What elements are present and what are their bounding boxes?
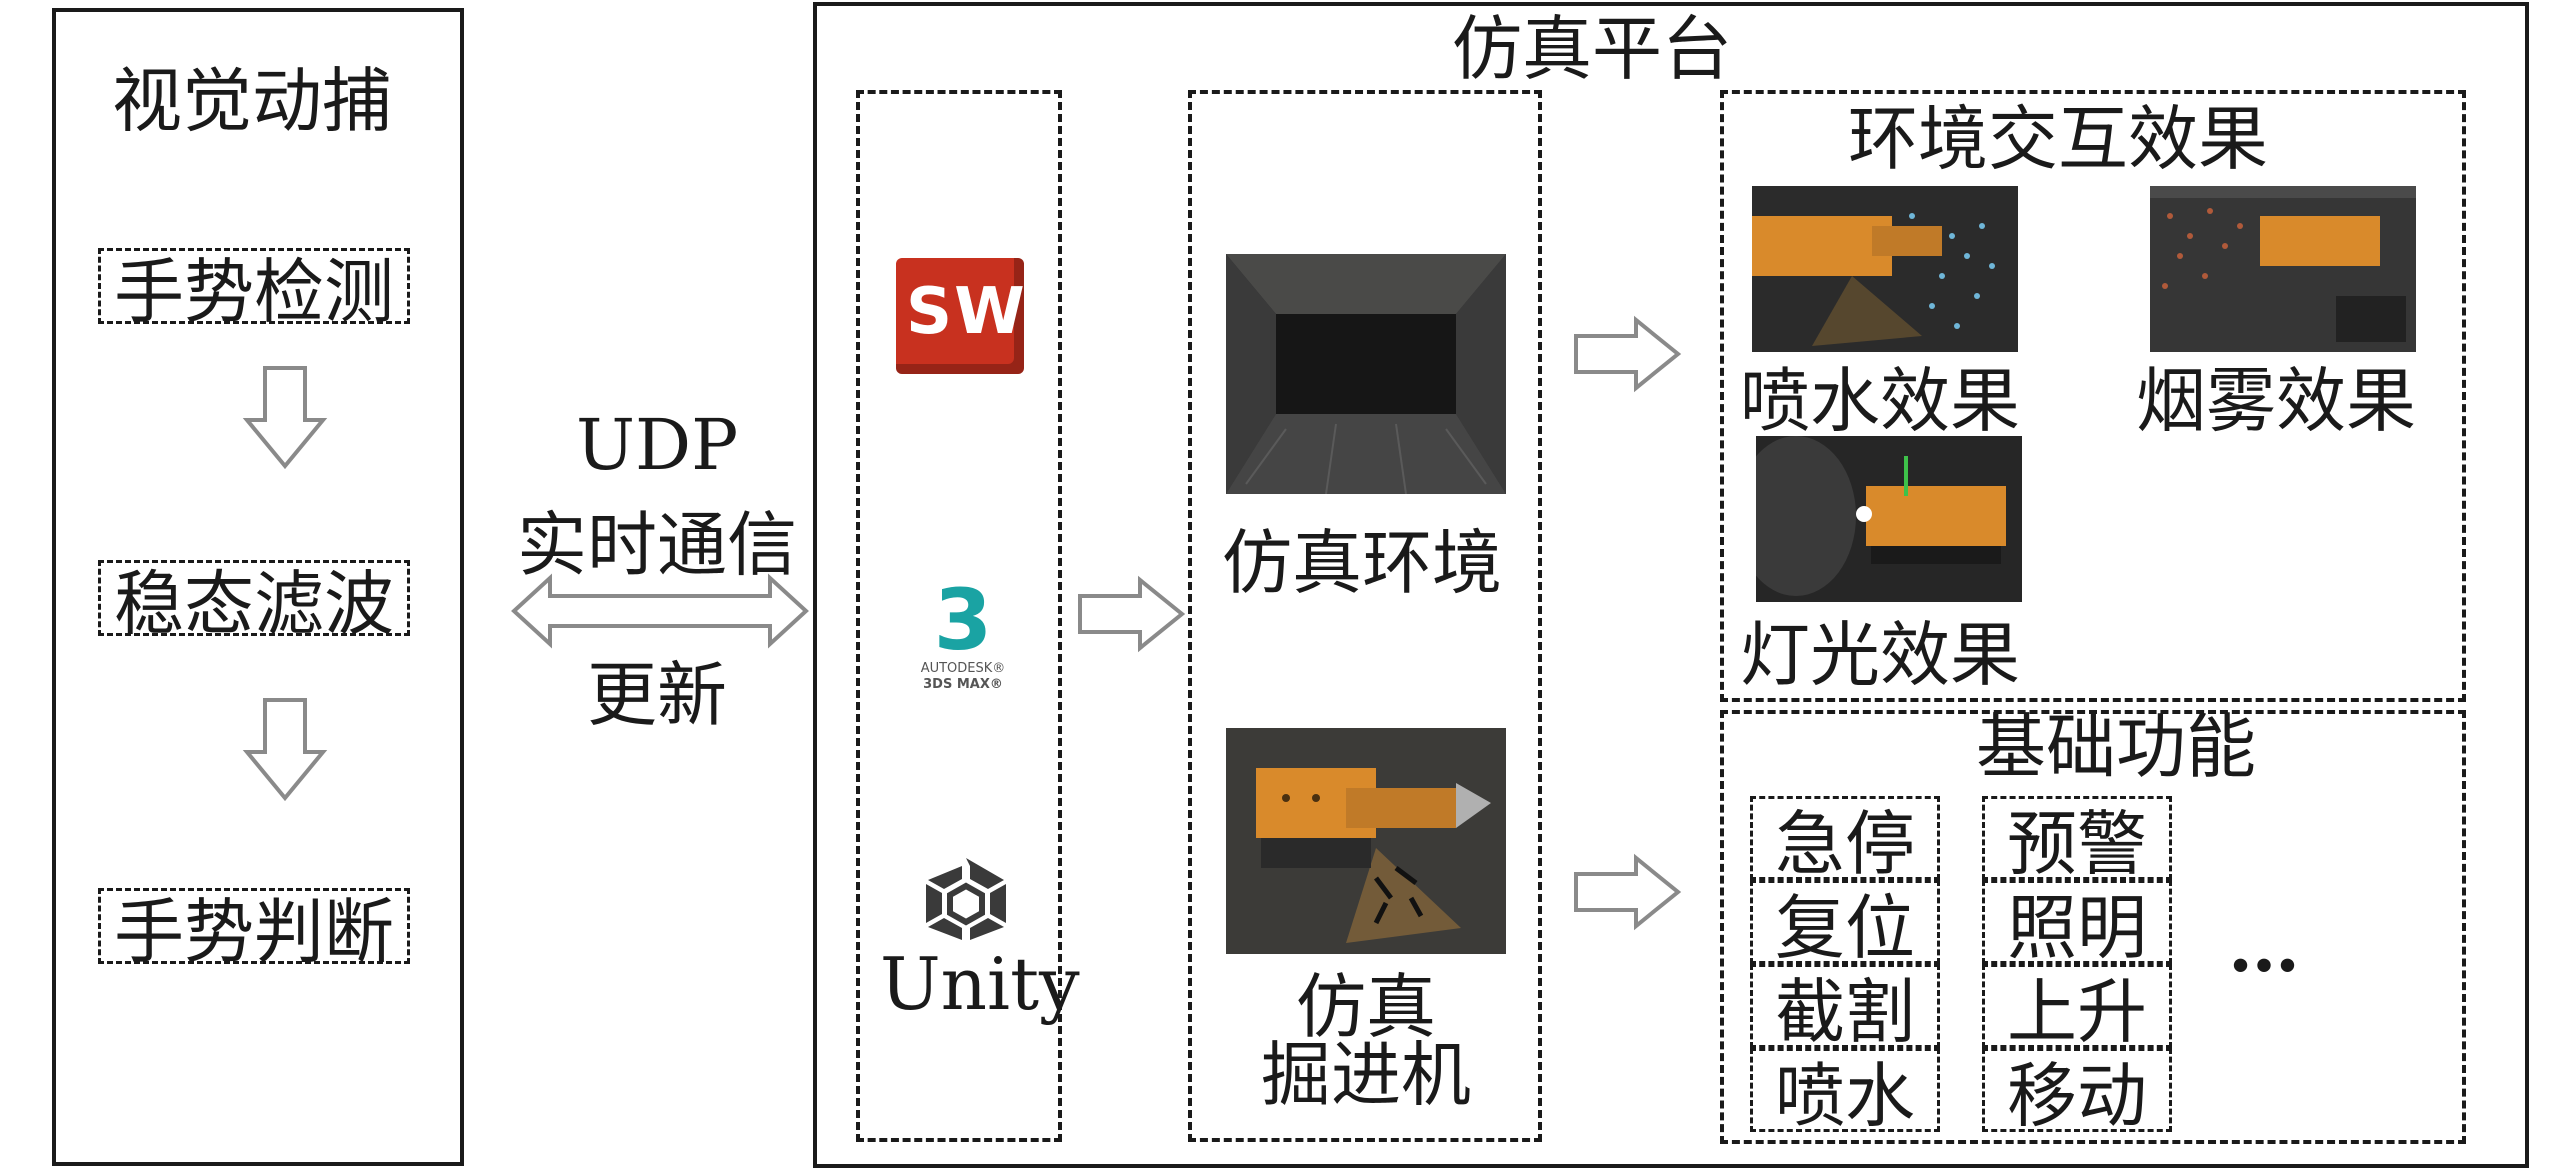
simulation-environment-image — [1226, 254, 1506, 494]
simulation-platform-panel — [813, 2, 2529, 1168]
function-move: 移动 — [1982, 1048, 2172, 1137]
basic-functions-title: 基础功能 — [1976, 706, 2256, 788]
spray-render — [1752, 186, 2018, 352]
udp-label: UDP — [576, 404, 739, 486]
down-arrow-icon — [242, 366, 328, 470]
function-raise-label: 上升 — [2007, 970, 2147, 1053]
function-reset: 复位 — [1750, 880, 1940, 969]
function-lighting: 照明 — [1982, 880, 2172, 969]
function-raise: 上升 — [1982, 964, 2172, 1053]
simulation-roadheader-label-1: 仿真 — [1296, 966, 1436, 1048]
light-render — [1756, 436, 2022, 602]
function-cutting-label: 截割 — [1775, 970, 1915, 1053]
solidworks-logo-text: SW — [906, 275, 1027, 349]
spray-effect-image — [1752, 186, 2018, 352]
step-gesture-detect: 手势检测 — [98, 248, 410, 333]
simulation-platform-title: 仿真平台 — [1452, 8, 1732, 90]
step-gesture-detect-label: 手势检测 — [114, 250, 394, 333]
down-arrow-icon — [242, 698, 328, 802]
more-functions-ellipsis: … — [2228, 903, 2300, 988]
realtime-comm-label: 实时通信 — [517, 504, 797, 586]
function-cutting: 截割 — [1750, 964, 1940, 1053]
spray-effect-label: 喷水效果 — [1740, 360, 2020, 442]
function-emergency-stop: 急停 — [1750, 796, 1940, 885]
step-steady-filter-label: 稳态滤波 — [114, 562, 394, 645]
light-effect-label: 灯光效果 — [1740, 614, 2020, 696]
roadheader-render — [1226, 728, 1506, 954]
simulation-roadheader-image — [1226, 728, 1506, 954]
step-steady-filter: 稳态滤波 — [98, 560, 410, 645]
solidworks-logo-icon: SW — [896, 258, 1027, 374]
right-arrow-icon — [1078, 575, 1186, 653]
vision-mocap-title: 视觉动捕 — [112, 60, 392, 142]
simulation-column — [1188, 90, 1542, 1142]
vision-mocap-panel — [52, 8, 464, 1166]
function-emergency-stop-label: 急停 — [1775, 802, 1915, 885]
unity-logo-icon — [926, 858, 1006, 940]
right-arrow-icon — [1574, 315, 1682, 393]
function-warning: 预警 — [1982, 796, 2172, 885]
simulation-environment-label: 仿真环境 — [1222, 522, 1502, 604]
smoke-render — [2150, 186, 2416, 352]
step-gesture-judge-label: 手势判断 — [114, 890, 394, 973]
function-spray-label: 喷水 — [1775, 1054, 1915, 1137]
3ds-max-logo-icon: 3 AUTODESK® 3DS MAX® — [908, 578, 1018, 698]
update-label: 更新 — [587, 654, 727, 736]
3ds-max-logo-text: AUTODESK® — [920, 661, 1006, 676]
function-move-label: 移动 — [2007, 1054, 2147, 1137]
tools-column — [856, 90, 1062, 1142]
basic-functions-box — [1720, 710, 2466, 1144]
smoke-effect-image — [2150, 186, 2416, 352]
simulation-roadheader-label-2: 掘进机 — [1261, 1034, 1471, 1116]
right-arrow-icon — [1574, 853, 1682, 931]
function-lighting-label: 照明 — [2007, 886, 2147, 969]
light-effect-image — [1756, 436, 2022, 602]
unity-label: Unity — [880, 942, 1080, 1026]
environment-interaction-title: 环境交互效果 — [1848, 98, 2268, 180]
3ds-max-logo-number: 3 — [933, 571, 993, 669]
double-arrow-icon — [511, 573, 809, 649]
step-gesture-judge: 手势判断 — [98, 888, 410, 973]
function-reset-label: 复位 — [1775, 886, 1915, 969]
function-spray: 喷水 — [1750, 1048, 1940, 1137]
environment-interaction-box — [1720, 90, 2466, 702]
smoke-effect-label: 烟雾效果 — [2136, 360, 2416, 442]
3ds-max-logo-text-2: 3DS MAX® — [923, 677, 1003, 692]
function-warning-label: 预警 — [2007, 802, 2147, 885]
tunnel-render — [1226, 254, 1506, 494]
